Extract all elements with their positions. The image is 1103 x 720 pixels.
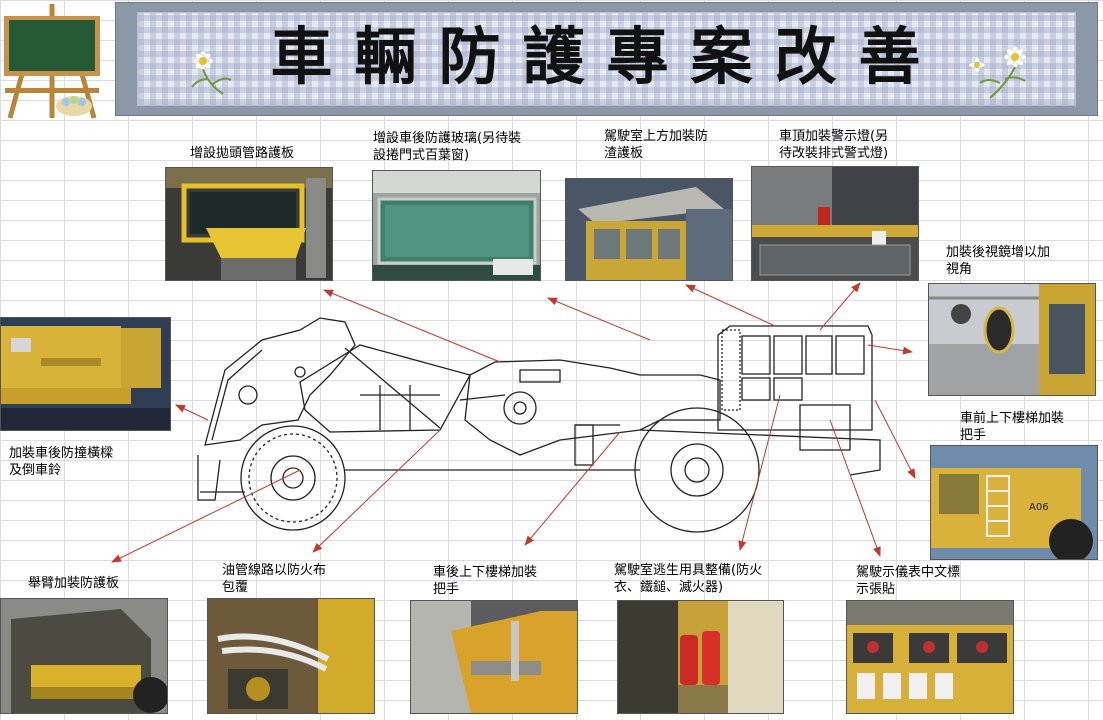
label-roof-warning-light: 車頂加裝警示燈(另 待改裝排式警式燈) — [779, 129, 889, 161]
plate-number: A06 — [1029, 502, 1049, 513]
label-hose-fire-cloth: 油管線路以防火布 包覆 — [222, 563, 327, 595]
label-rear-mirror: 加裝後視鏡增以加 視角 — [946, 245, 1051, 277]
photo-boom-guard — [0, 598, 168, 714]
title-banner: 車輛防護專案改善 — [115, 2, 1098, 116]
label-rear-bumper: 加裝車後防撞橫樑 及倒車鈴 — [9, 446, 114, 478]
label-front-ladder-handle: 車前上下樓梯加裝 把手 — [960, 411, 1065, 443]
daisy-left-icon — [191, 50, 232, 95]
callout-arrows — [111, 282, 916, 563]
label-boom-guard: 舉臂加裝防護板 — [28, 576, 120, 591]
photo-rear-glass — [372, 170, 541, 281]
photo-cab-escape-tools — [617, 600, 784, 714]
photo-front-ladder-handle: A06 — [930, 445, 1098, 560]
photo-rear-ladder-handle — [410, 600, 578, 714]
photo-rear-bumper — [0, 317, 171, 431]
photo-cab-debris-guard — [565, 178, 733, 281]
photo-rear-mirror — [928, 283, 1096, 396]
photo-roof-warning-light — [751, 166, 919, 281]
label-rear-ladder-handle: 車後上下樓梯加裝 把手 — [433, 565, 538, 597]
loader-line-drawing — [197, 317, 881, 533]
daisy-right-icon — [968, 45, 1027, 99]
label-rear-glass: 增設車後防護玻璃(另待裝 設捲門式百葉窗) — [373, 131, 522, 163]
label-cab-debris-guard: 駕駛室上方加裝防 渣護板 — [604, 129, 709, 161]
banner-plaid-panel: 車輛防護專案改善 — [137, 12, 1076, 106]
photo-hose-fire-cloth — [207, 598, 375, 714]
page-title: 車輛防護專案改善 — [270, 20, 943, 93]
label-shovel-head-guard: 增設拋頭管路護板 — [190, 146, 295, 161]
label-cab-escape-tools: 駕駛室逃生用具整備(防火 衣、鐵鎚、滅火器) — [614, 563, 763, 595]
chalkboard-easel-icon — [4, 4, 100, 119]
label-dashboard-labels: 駕駛示儀表中文標 示張貼 — [856, 565, 961, 597]
photo-shovel-head-guard — [165, 167, 333, 281]
photo-dashboard-labels — [846, 600, 1014, 714]
